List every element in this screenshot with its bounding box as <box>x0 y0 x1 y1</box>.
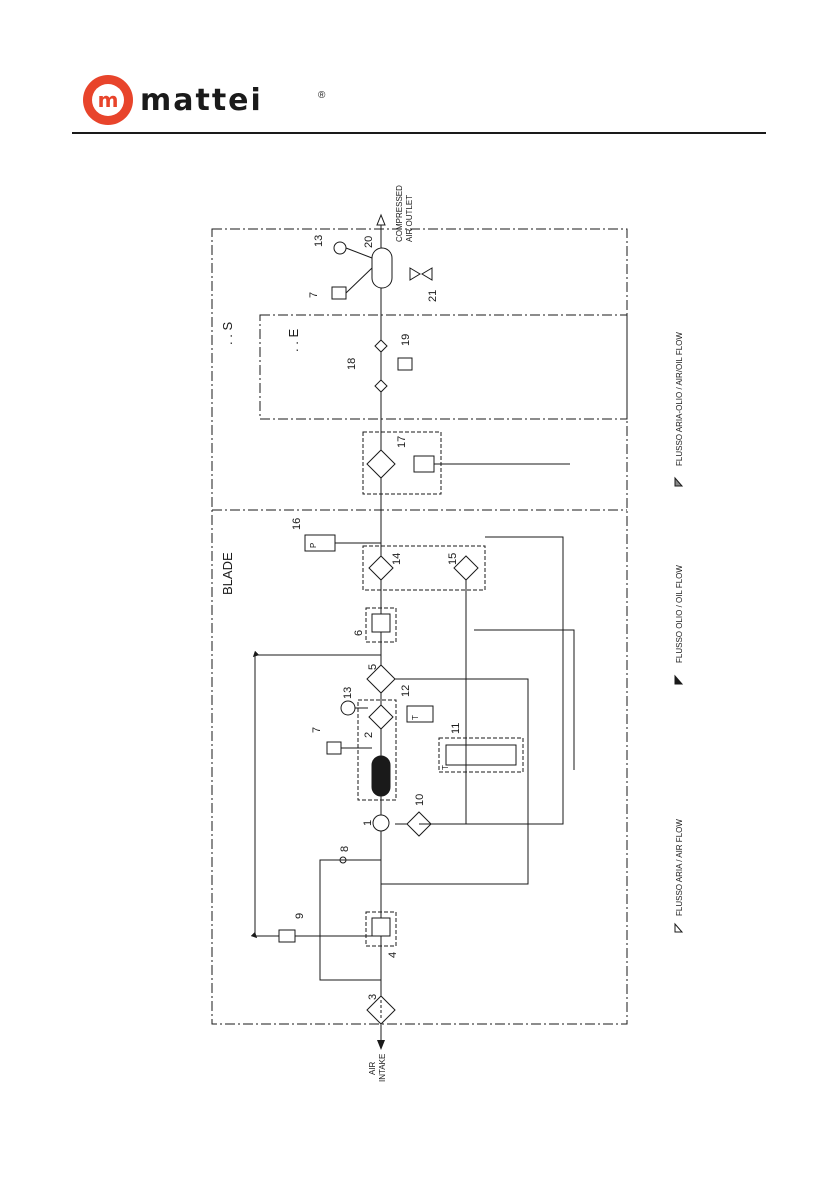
component-number: 7 <box>311 727 323 733</box>
component-number: 6 <box>353 630 365 636</box>
receiver-20 <box>372 248 392 288</box>
component-number: 10 <box>414 794 426 806</box>
safety-valve-7a <box>332 287 346 299</box>
component-number: 7 <box>308 292 320 298</box>
component-number: 16 <box>291 518 303 530</box>
component-number: 2 <box>363 732 375 738</box>
safety-valve-7b <box>327 742 341 754</box>
component-number: 3 <box>367 994 379 1000</box>
inlet-label-1: AIR <box>368 1061 377 1075</box>
pressure-gauge-13a <box>334 242 346 254</box>
pressure-gauge-13b <box>341 701 355 715</box>
valve-18 <box>375 380 387 392</box>
switch-label-t: T <box>411 715 420 720</box>
compressor-1 <box>373 815 389 831</box>
component-number: 20 <box>363 236 375 248</box>
component-number: 17 <box>396 436 408 448</box>
component-number: 15 <box>447 553 459 565</box>
drain-valve-21 <box>410 268 420 280</box>
legend-oil-symbol <box>675 676 682 684</box>
legend-air-oil-symbol <box>675 478 682 486</box>
component-number: 5 <box>367 664 379 670</box>
component-number: 19 <box>400 334 412 346</box>
outlet-label-2: AIR OUTLET <box>405 195 414 242</box>
drain-17 <box>414 456 434 472</box>
component-number: 14 <box>391 553 403 565</box>
separator-2 <box>369 705 393 729</box>
zone-label-s: . . S <box>220 322 235 345</box>
component-number: 13 <box>342 687 354 699</box>
outlet-label-1: COMPRESSED <box>395 185 404 242</box>
solenoid-valve-9 <box>279 930 295 942</box>
component-number: 11 <box>450 723 462 734</box>
component-number: 13 <box>313 235 325 247</box>
solenoid-19 <box>398 358 412 370</box>
air-cooler-14 <box>369 556 393 580</box>
component-number: 12 <box>400 685 412 697</box>
legend-air-symbol <box>675 924 682 932</box>
component-number: 4 <box>387 952 399 958</box>
separator-tank-2 <box>372 756 390 796</box>
valve-19 <box>375 340 387 352</box>
component-number: 8 <box>339 846 351 852</box>
component-number: 18 <box>346 358 358 370</box>
component-number: 9 <box>294 913 306 919</box>
valve-label-t: T <box>441 765 450 770</box>
zone-label-e: . . E <box>286 329 301 352</box>
switch-label-p: P <box>309 543 318 548</box>
inlet-label-2: INTAKE <box>378 1054 387 1082</box>
zone-boundary-e <box>260 315 627 419</box>
legend-air: FLUSSO ARIA / AIR FLOW <box>675 819 684 916</box>
component-number: 1 <box>362 820 374 826</box>
zone-boundary-outer <box>212 229 627 1024</box>
filter-17 <box>367 450 395 478</box>
zone-label-blade: BLADE <box>220 552 235 595</box>
legend-air-oil: FLUSSO ARIA-OLIO / AIR/OIL FLOW <box>675 332 684 466</box>
thermostatic-valve-11 <box>446 745 516 765</box>
legend-oil: FLUSSO OLIO / OIL FLOW <box>675 565 684 663</box>
component-number: 21 <box>427 290 439 302</box>
